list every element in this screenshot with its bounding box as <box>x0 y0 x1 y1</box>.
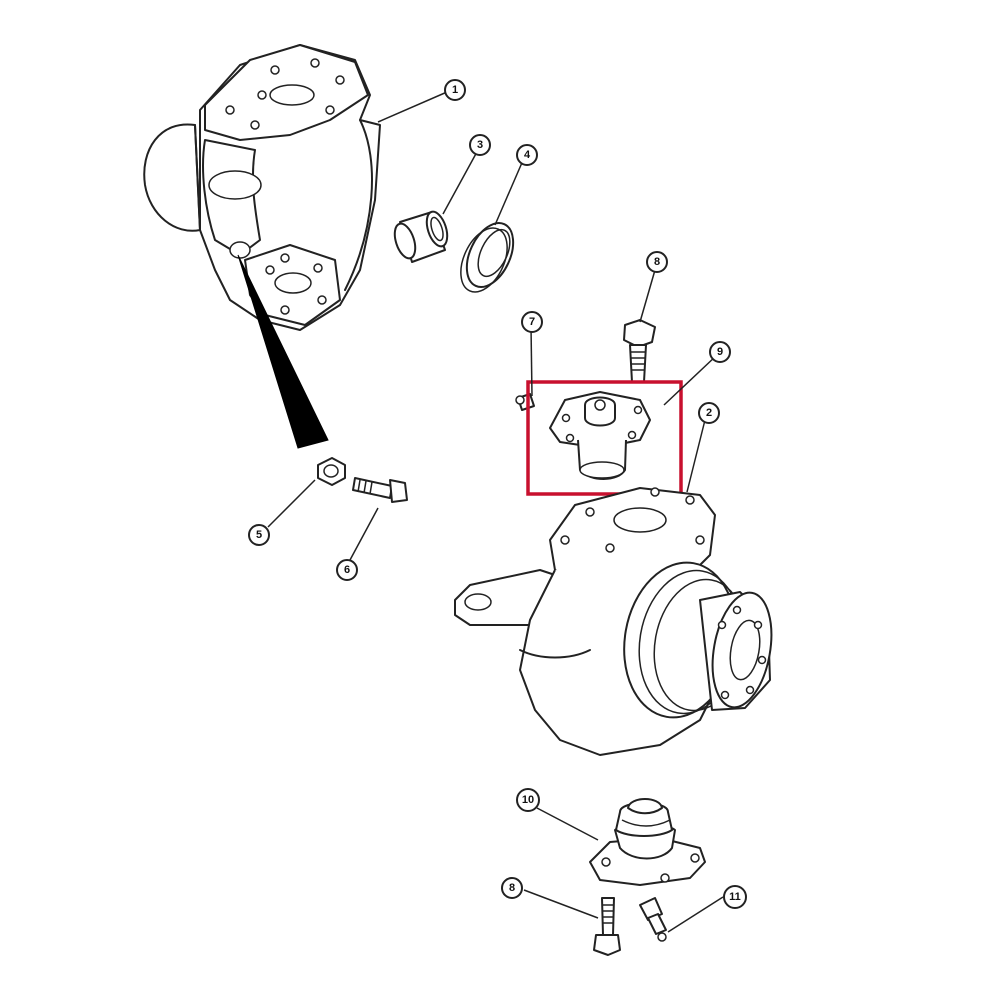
part-6-bolt <box>352 477 408 503</box>
callout-label: 11 <box>729 891 741 903</box>
callout-1: 1 <box>444 79 466 101</box>
part-3-bushing <box>393 210 449 263</box>
callout-label: 2 <box>706 407 712 419</box>
callout-7: 7 <box>521 311 543 333</box>
part-4-seal <box>460 222 515 293</box>
callout-8-lower: 8 <box>501 877 523 899</box>
callout-label: 7 <box>529 316 535 328</box>
part-2-steering-knuckle <box>454 487 773 756</box>
callout-8-upper: 8 <box>646 251 668 273</box>
callout-10: 10 <box>516 788 540 812</box>
highlight-box <box>526 380 683 496</box>
callout-label: 5 <box>256 529 262 541</box>
callout-6: 6 <box>336 559 358 581</box>
part-1-axle-yoke <box>143 44 381 449</box>
part-5-nut <box>317 457 346 486</box>
callout-5: 5 <box>248 524 270 546</box>
callout-label: 10 <box>522 794 534 806</box>
callout-label: 1 <box>452 84 458 96</box>
callout-label: 8 <box>509 882 515 894</box>
callout-label: 8 <box>654 256 660 268</box>
callout-4: 4 <box>516 144 538 166</box>
callout-3: 3 <box>469 134 491 156</box>
callout-label: 9 <box>717 346 723 358</box>
part-11-fitting <box>639 897 667 942</box>
location-pointer-wedge <box>237 254 329 449</box>
part-9-upper-ball-joint <box>549 391 651 480</box>
callout-2: 2 <box>698 402 720 424</box>
part-7-fitting <box>515 393 535 411</box>
callout-label: 6 <box>344 564 350 576</box>
part-8-upper-bolt <box>623 319 656 383</box>
part-8-lower-bolt <box>593 897 621 956</box>
callout-label: 4 <box>524 149 531 161</box>
callout-9: 9 <box>709 341 731 363</box>
callout-11: 11 <box>723 885 747 909</box>
part-10-lower-ball-joint <box>589 798 706 886</box>
leader-lines <box>267 91 724 933</box>
callout-label: 3 <box>477 139 483 151</box>
